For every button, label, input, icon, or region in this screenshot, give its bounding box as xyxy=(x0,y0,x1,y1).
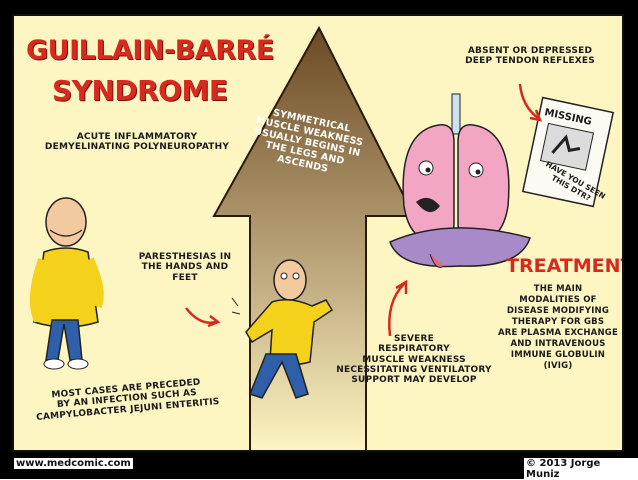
respiratory-text: SEVERE RESPIRATORY MUSCLE WEAKNESS NECES… xyxy=(336,334,492,386)
man-trembling-illustration xyxy=(231,259,334,399)
paresthesias-text: PARESTHESIAS IN THE HANDS AND FEET xyxy=(138,252,232,283)
treatment-body: THE MAIN MODALITIES OF DISEASE MODIFYING… xyxy=(498,284,618,372)
footer-credit: © 2013 Jorge Muniz xyxy=(524,458,638,480)
reflexes-text: ABSENT OR DEPRESSED DEEP TENDON REFLEXES xyxy=(465,46,595,67)
comic-panel: GUILLAIN-BARRÉ SYNDROME ACUTE INFLAMMATO… xyxy=(12,14,624,452)
missing-poster xyxy=(521,96,615,208)
title-line-1: GUILLAIN-BARRÉ xyxy=(26,35,274,66)
treatment-heading: TREATMENT xyxy=(506,255,624,277)
man-standing-illustration xyxy=(29,197,104,370)
red-pointer-arrows xyxy=(185,83,543,337)
title-line-2: SYNDROME xyxy=(52,74,228,107)
lungs-illustration xyxy=(389,93,531,268)
comic-artwork xyxy=(29,25,615,450)
ascending-arrow xyxy=(212,25,416,450)
subtitle-text: ACUTE INFLAMMATORY DEMYELINATING POLYNEU… xyxy=(44,132,230,153)
footer-site: www.medcomic.com xyxy=(14,458,133,469)
